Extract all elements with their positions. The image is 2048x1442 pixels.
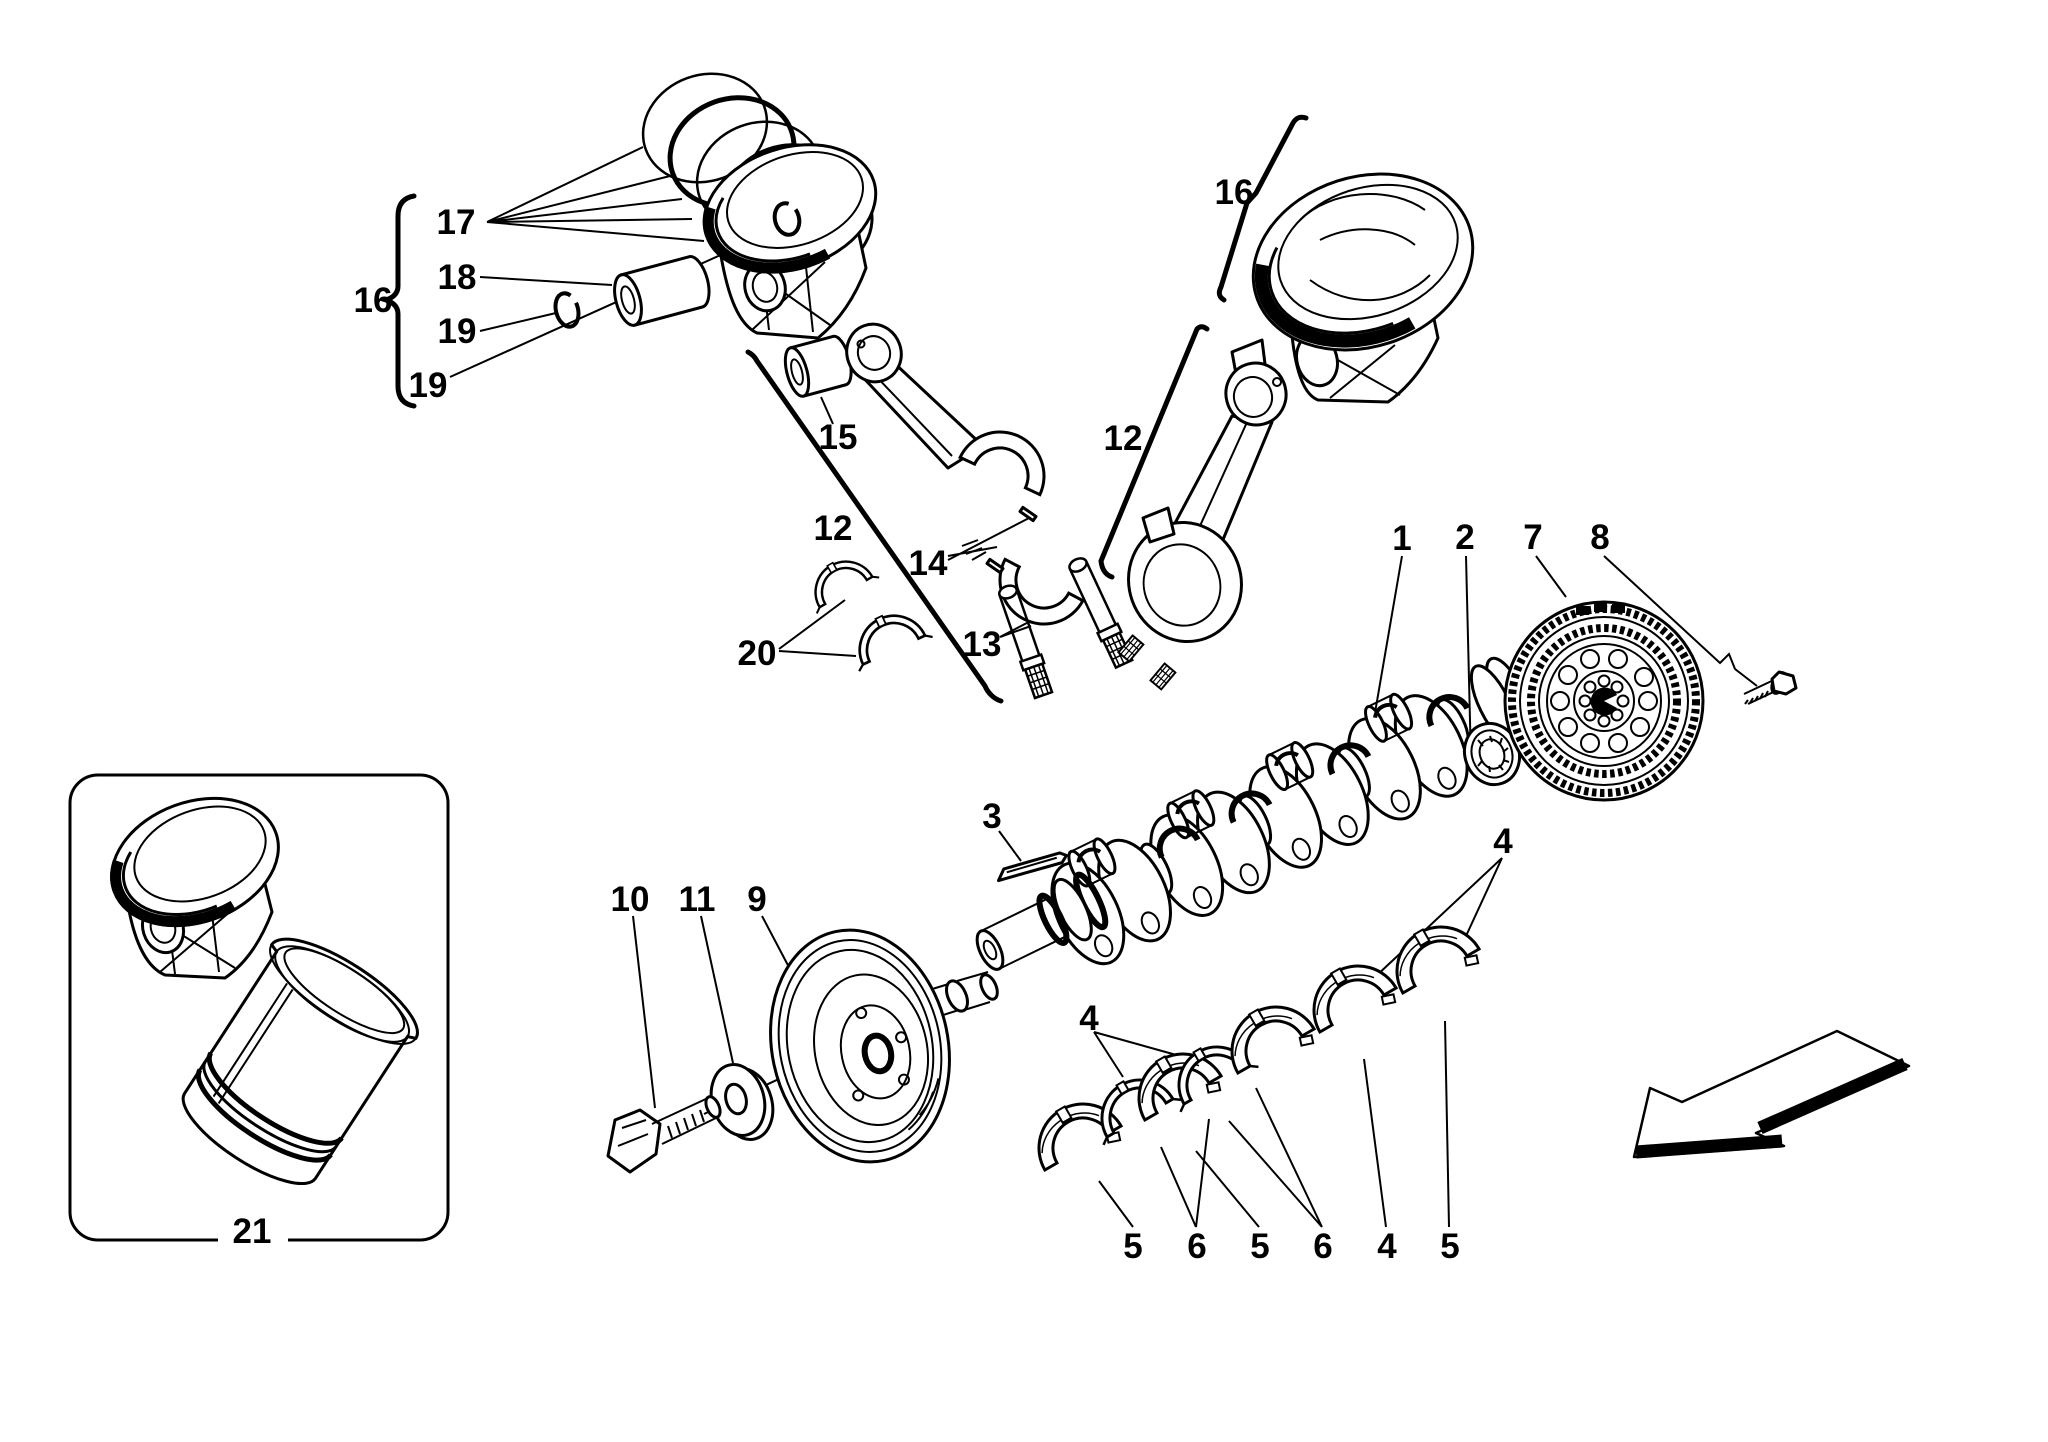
rod-cap-dowels (961, 505, 1038, 575)
flywheel (1503, 600, 1705, 802)
label-21-backing (218, 1212, 288, 1250)
pulley (769, 928, 951, 1164)
flywheel-center-mark (1590, 687, 1617, 716)
piston-left (702, 142, 878, 340)
callout-12-left: 12 (814, 509, 853, 548)
callout-1: 1 (1392, 519, 1411, 558)
callout-4-bottom: 4 (1377, 1227, 1397, 1266)
callout-16-left: 16 (354, 281, 393, 320)
kit-box (68, 773, 450, 1250)
callout-6-1: 6 (1187, 1227, 1206, 1266)
callout-4-left: 4 (1079, 999, 1099, 1038)
washer (709, 1063, 775, 1141)
callout-20: 20 (738, 634, 777, 673)
piston-right (1230, 172, 1475, 404)
bracket-12-right (1098, 324, 1210, 580)
cylinder-liner (181, 937, 419, 1186)
connecting-rod-right (1117, 361, 1288, 691)
callout-5-2: 5 (1250, 1227, 1269, 1266)
flywheel-holes (1550, 649, 1658, 753)
direction-arrow-icon (1632, 1029, 1911, 1159)
crank-throws (1050, 692, 1471, 966)
circlip-a-icon (553, 291, 581, 329)
callout-labels: 17 18 16 19 19 15 12 14 13 20 16 12 1 2 … (233, 173, 1610, 1266)
callout-2: 2 (1455, 518, 1474, 557)
callout-11: 11 (679, 880, 716, 919)
callout-3: 3 (982, 797, 1001, 836)
connecting-rod-left (845, 322, 1085, 642)
callout-12-right: 12 (1104, 419, 1143, 458)
group-brackets (378, 114, 1309, 704)
callout-18: 18 (438, 258, 477, 297)
bracket-16-right (1216, 114, 1309, 303)
bracket-12-left (745, 349, 1004, 704)
shell-5 (1213, 988, 1322, 1085)
flywheel-bolt-circle (1578, 674, 1630, 728)
callout-8: 8 (1590, 518, 1609, 557)
callout-5-3: 5 (1440, 1227, 1459, 1266)
kit-piston (110, 796, 280, 980)
callout-5-1: 5 (1123, 1227, 1142, 1266)
woodruff-key (997, 851, 1068, 883)
callout-15: 15 (819, 418, 858, 457)
small-end-bushing (783, 334, 853, 398)
callout-21: 21 (233, 1212, 272, 1251)
crankshaft (975, 656, 1544, 971)
callout-9: 9 (747, 880, 766, 919)
callout-13: 13 (963, 625, 1002, 664)
callout-7: 7 (1523, 518, 1542, 557)
callout-6-2: 6 (1313, 1227, 1332, 1266)
bracket-16-left (378, 193, 417, 409)
callout-14: 14 (909, 544, 948, 583)
circlip-b-icon (772, 201, 802, 237)
callout-16-right: 16 (1215, 173, 1254, 212)
crank-nose-stub (905, 971, 999, 1024)
callout-4-right: 4 (1493, 822, 1513, 861)
wrist-pin (613, 255, 711, 327)
callout-10: 10 (611, 880, 650, 919)
callout-19-a: 19 (438, 312, 477, 351)
callout-19-b: 19 (409, 366, 448, 405)
callout-17: 17 (437, 203, 476, 242)
pulley-bolt (606, 1095, 722, 1174)
flywheel-bolt (1743, 670, 1798, 705)
